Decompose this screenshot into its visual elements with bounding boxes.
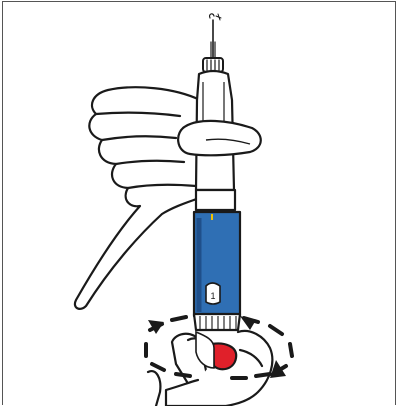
svg-text:1: 1 bbox=[210, 291, 215, 301]
upper-hand bbox=[75, 87, 204, 309]
pen-body: 1 bbox=[194, 212, 240, 330]
needle bbox=[203, 14, 223, 72]
dose-button bbox=[196, 332, 236, 369]
thumb-grip bbox=[178, 121, 261, 155]
